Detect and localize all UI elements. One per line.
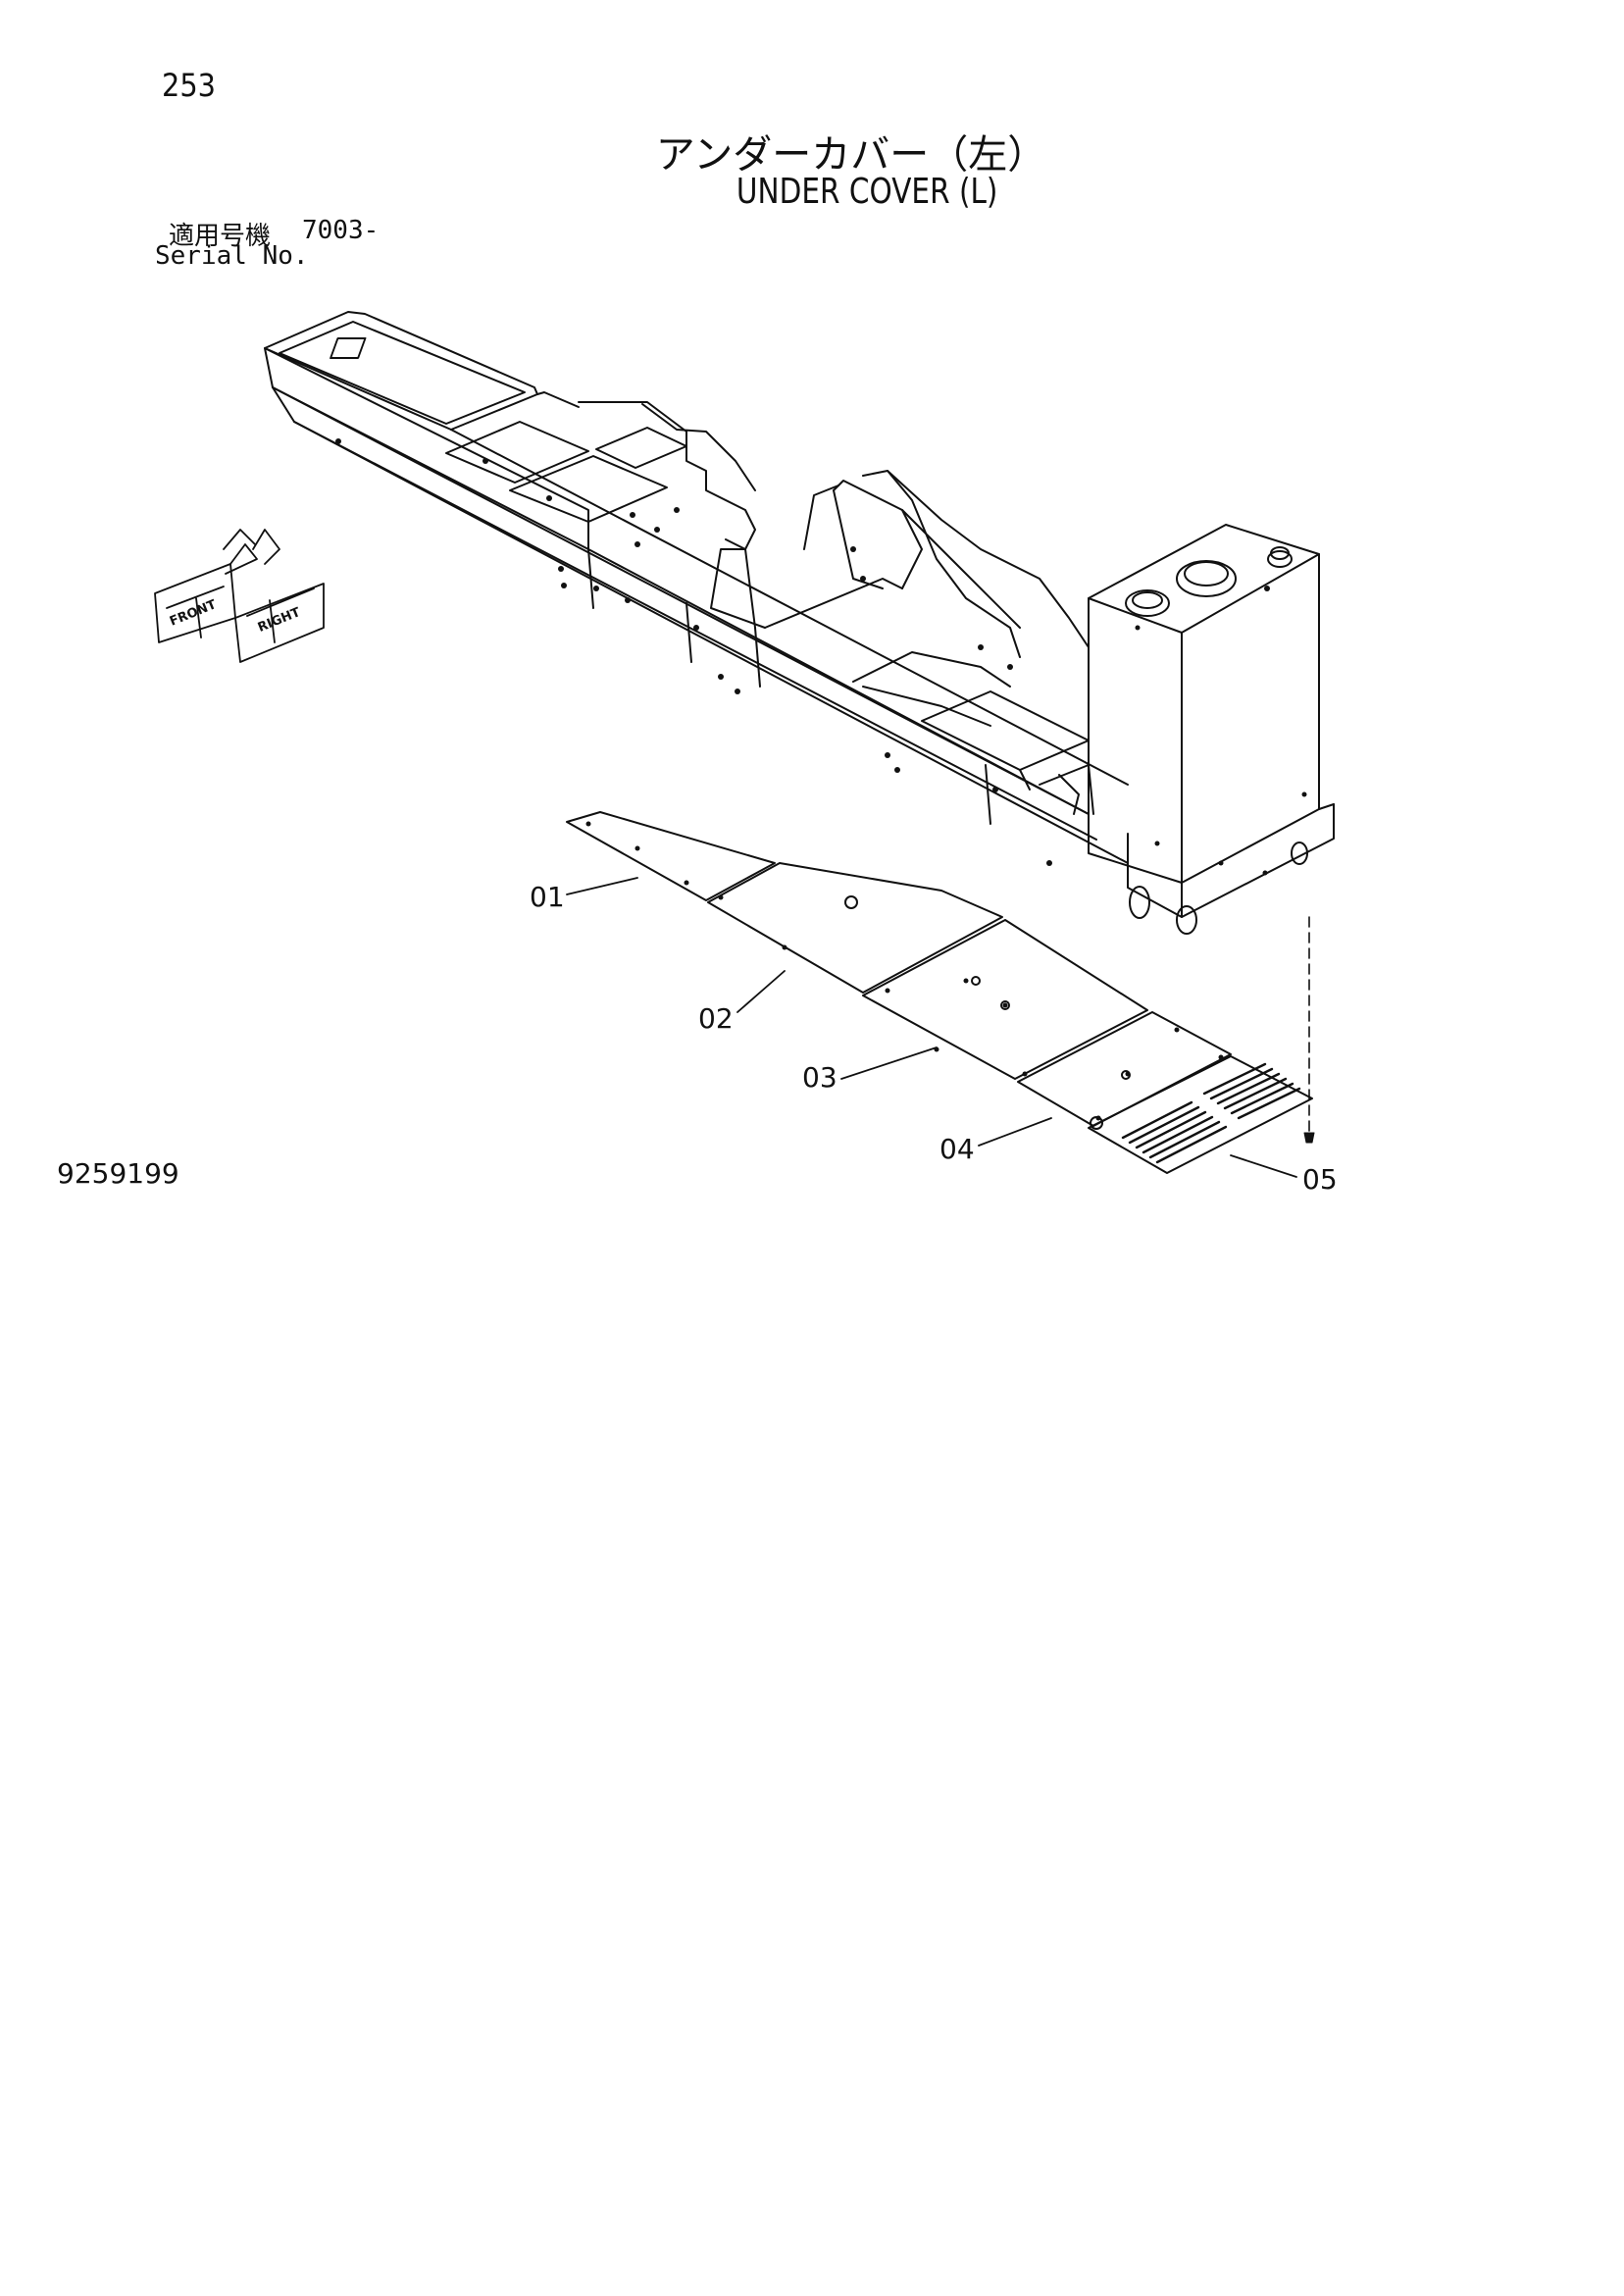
cover-panel-03 [862, 919, 1148, 1080]
serial-label-english: Serial No. [155, 241, 309, 271]
fastener-bolt [1303, 1132, 1315, 1144]
cover-panel-01 [566, 811, 776, 901]
callout-03: 03 [802, 1061, 837, 1094]
title-japanese: アンダーカバー（左） [655, 132, 1047, 178]
callout-05: 05 [1302, 1163, 1338, 1196]
serial-value: 7003- [302, 216, 380, 245]
serial-label-japanese: 適用号機 [169, 222, 272, 251]
drawing-number: 9259199 [57, 1157, 179, 1190]
leader-lines [566, 877, 1297, 1178]
machine-frame-drawing [264, 311, 1129, 866]
callout-02: 02 [698, 1002, 734, 1035]
cover-panel-02 [707, 862, 1003, 994]
callout-04: 04 [939, 1133, 975, 1165]
exploded-parts-drawing [154, 311, 1335, 1178]
orientation-marker [154, 529, 325, 663]
cover-panel-04 [1017, 1011, 1232, 1127]
vent-slots [1121, 1062, 1301, 1164]
title-english: UNDER COVER (L) [736, 172, 998, 212]
callout-01: 01 [530, 881, 565, 913]
cover-panel-05 [1088, 1055, 1313, 1174]
fuel-tank-drawing [1088, 524, 1335, 935]
page-number: 253 [162, 67, 216, 104]
